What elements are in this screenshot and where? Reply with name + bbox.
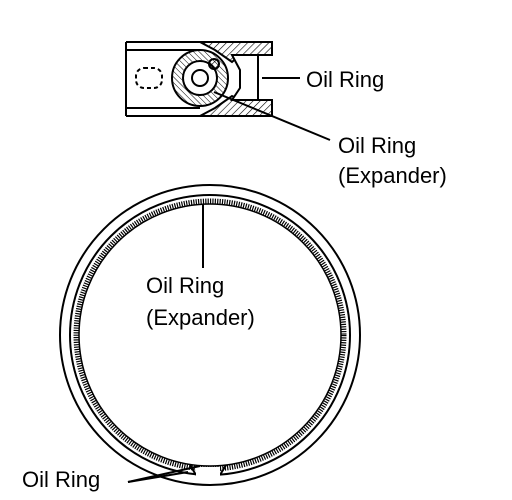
oil-ring-outer — [59, 184, 361, 486]
oil-hole — [135, 67, 163, 89]
ring-view — [59, 184, 361, 486]
leader-top-expander — [213, 91, 331, 141]
label-top-expander-line2: (Expander) — [338, 163, 447, 188]
cross-section-view — [125, 41, 331, 141]
label-ring-expander-line2: (Expander) — [146, 305, 255, 330]
label-bottom-oil-ring: Oil Ring — [22, 467, 101, 492]
oil-ring-inner — [69, 194, 351, 476]
label-ring-expander-line1: Oil Ring — [146, 273, 225, 298]
label-top-expander-line1: Oil Ring — [338, 133, 417, 158]
expander-coil — [73, 198, 347, 472]
label-top-oil-ring: Oil Ring — [306, 67, 385, 92]
oil-ring-section — [230, 54, 259, 101]
ring-gap — [189, 464, 227, 476]
